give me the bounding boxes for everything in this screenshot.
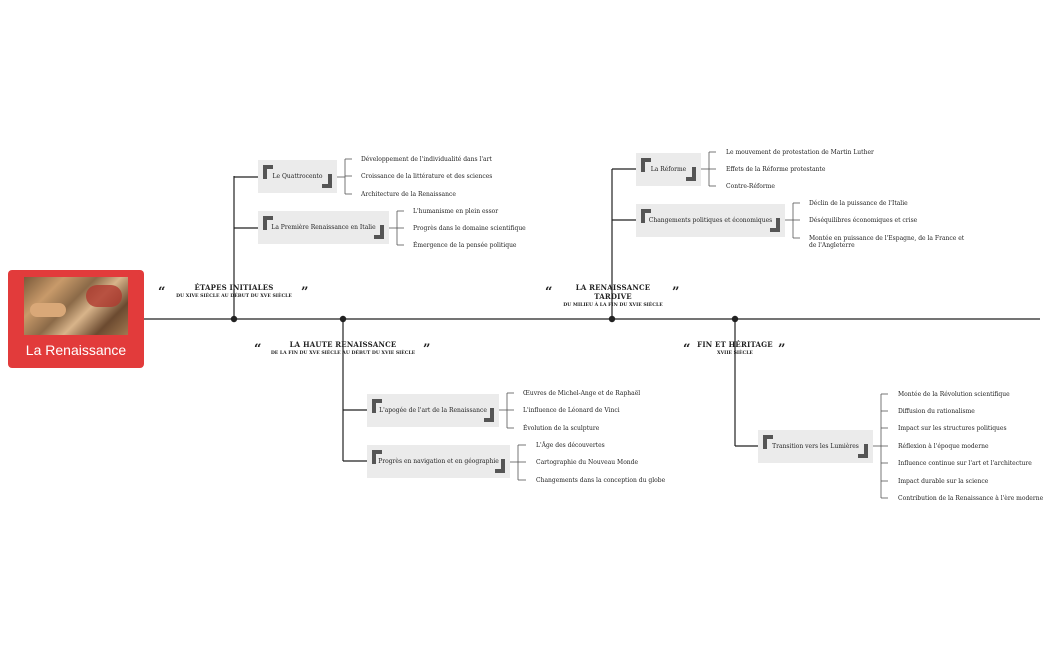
branch-haute-renaissance[interactable]: LA HAUTE RENAISSANCE DE LA FIN DU XVE SI… [266, 340, 420, 356]
creation-of-adam-image [24, 277, 128, 335]
close-quote: ” [672, 285, 680, 300]
open-quote: “ [545, 285, 553, 300]
leaf-item[interactable]: Déclin de la puissance de l'Italie [809, 200, 908, 207]
central-topic[interactable]: La Renaissance [8, 270, 144, 368]
leaf-item[interactable]: Le mouvement de protestation de Martin L… [726, 149, 874, 156]
leaf-item[interactable]: Effets de la Réforme protestante [726, 166, 826, 173]
leaf-item[interactable]: L'humanisme en plein essor [413, 208, 499, 215]
node-label: L'apogée de l'art de la Renaissance [379, 407, 487, 414]
leaf-item[interactable]: Œuvres de Michel-Ange et de Raphaël [523, 390, 641, 397]
leaf-item[interactable]: Impact sur les structures politiques [898, 425, 1007, 432]
leaf-item[interactable]: Contribution de la Renaissance à l'ère m… [898, 495, 1044, 502]
leaf-item[interactable]: Diffusion du rationalisme [898, 408, 975, 415]
node-label: Changements politiques et économiques [648, 217, 773, 224]
open-quote: “ [158, 285, 166, 300]
close-quote: ” [301, 285, 309, 300]
leaf-item[interactable]: Émergence de la pensée politique [413, 242, 517, 249]
leaf-item[interactable]: L'Âge des découvertes [536, 442, 605, 449]
branch-subtitle: DE LA FIN DU XVE SIÈCLE AU DÉBUT DU XVIE… [270, 351, 416, 356]
branch-etapes-initiales[interactable]: ÉTAPES INITIALES DU XIVE SIÈCLE AU DÉBUT… [170, 283, 298, 299]
leaf-item[interactable]: Impact durable sur la science [898, 478, 989, 485]
close-quote: ” [778, 342, 786, 357]
branch-fin-et-heritage[interactable]: FIN ET HÉRITAGE XVIIE SIÈCLE [695, 340, 775, 356]
leaf-item[interactable]: Montée en puissance de l'Espagne, de la … [809, 235, 965, 242]
node-apogee-art[interactable]: L'apogée de l'art de la Renaissance [367, 394, 499, 427]
open-quote: “ [683, 342, 691, 357]
leaf-item[interactable]: Croissance de la littérature et des scie… [361, 173, 493, 180]
leaf-item[interactable]: Architecture de la Renaissance [361, 191, 456, 198]
branch-subtitle: DU XIVE SIÈCLE AU DÉBUT DU XVE SIÈCLE [176, 294, 292, 299]
leaf-item[interactable]: Réflexion à l'époque moderne [898, 443, 989, 450]
branch-title: FIN ET HÉRITAGE [697, 340, 773, 349]
node-label: Progrès en navigation et en géographie [378, 458, 499, 465]
branch-title: ÉTAPES INITIALES [194, 283, 274, 292]
leaf-item[interactable]: Développement de l'individualité dans l'… [361, 156, 492, 163]
branch-title: LA RENAISSANCE TARDIVE [575, 283, 651, 301]
central-topic-title: La Renaissance [25, 342, 127, 358]
close-quote: ” [423, 342, 431, 357]
leaf-item-continuation[interactable]: de l'Angleterre [809, 242, 855, 249]
branch-subtitle: DU MILIEU À LA FIN DU XVIE SIÈCLE [563, 303, 663, 308]
open-quote: “ [254, 342, 262, 357]
leaf-item[interactable]: Progrès dans le domaine scientifique [413, 225, 526, 232]
leaf-item[interactable]: Changements dans la conception du globe [536, 477, 666, 484]
node-quattrocento[interactable]: Le Quattrocento [258, 160, 337, 193]
node-navigation-geographie[interactable]: Progrès en navigation et en géographie [367, 445, 510, 478]
node-reforme[interactable]: La Réforme [636, 153, 701, 186]
branch-renaissance-tardive[interactable]: LA RENAISSANCE TARDIVE DU MILIEU À LA FI… [557, 283, 669, 308]
node-label: Transition vers les Lumières [772, 443, 859, 450]
leaf-item[interactable]: Influence continue sur l'art et l'archit… [898, 460, 1032, 467]
leaf-item[interactable]: L'influence de Léonard de Vinci [523, 407, 620, 414]
leaf-item[interactable]: Contre-Réforme [726, 183, 775, 190]
node-label: La Réforme [650, 166, 687, 173]
leaf-item[interactable]: Évolution de la sculpture [523, 425, 600, 432]
leaf-item[interactable]: Cartographie du Nouveau Monde [536, 459, 639, 466]
branch-title: LA HAUTE RENAISSANCE [289, 340, 397, 349]
node-premiere-renaissance[interactable]: La Première Renaissance en Italie [258, 211, 389, 244]
node-label: La Première Renaissance en Italie [271, 224, 376, 231]
leaf-item[interactable]: Déséquilibres économiques et crise [809, 217, 918, 224]
node-changements-politiques[interactable]: Changements politiques et économiques [636, 204, 785, 237]
node-label: Le Quattrocento [272, 173, 323, 180]
leaf-item[interactable]: Montée de la Révolution scientifique [898, 391, 1010, 398]
node-transition-lumieres[interactable]: Transition vers les Lumières [758, 430, 873, 463]
branch-subtitle: XVIIE SIÈCLE [717, 351, 753, 356]
